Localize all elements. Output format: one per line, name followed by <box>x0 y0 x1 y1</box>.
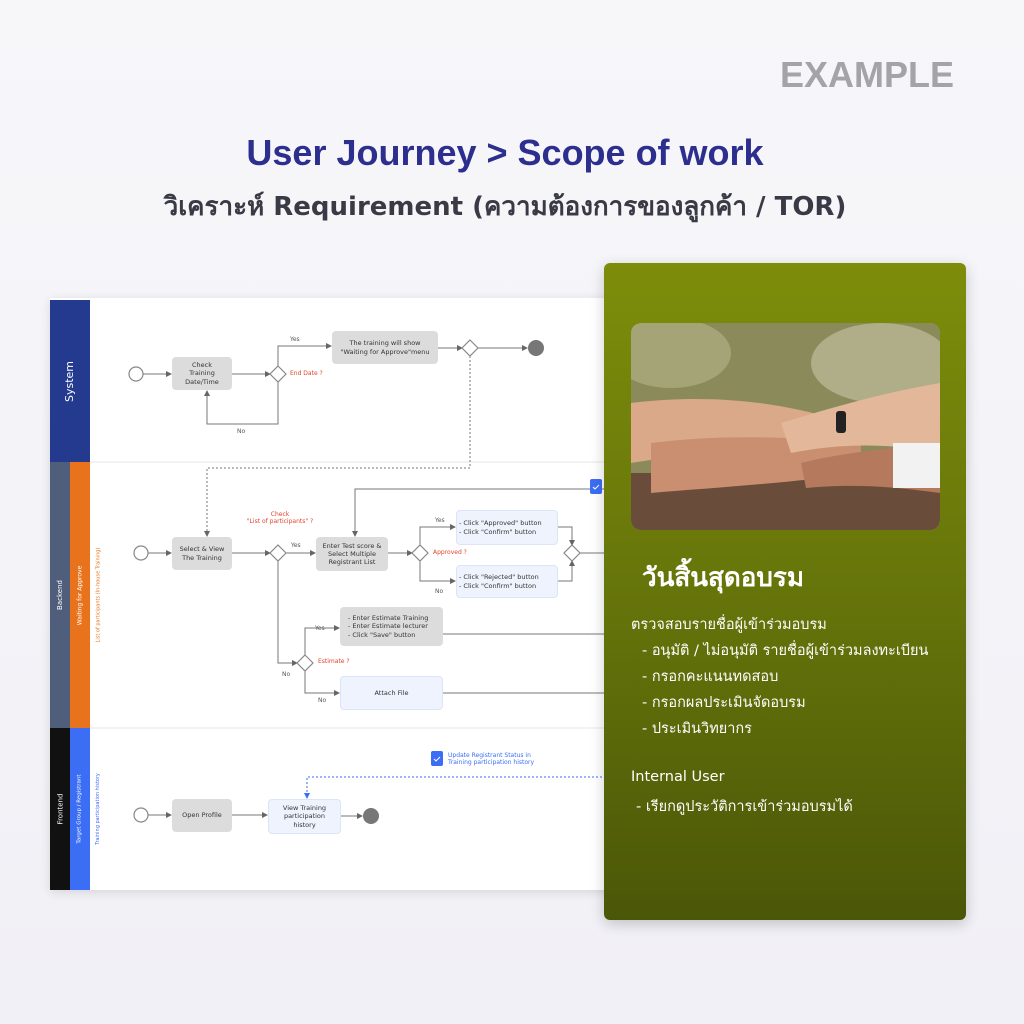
example-badge: EXAMPLE <box>779 54 954 95</box>
card-line: - กรอกผลประเมินจัดอบรม <box>642 695 806 711</box>
check-participants-label: Check "List of participants" ? <box>246 511 314 526</box>
end-date-label: End Date ? <box>290 370 323 377</box>
connectors <box>90 339 650 824</box>
waiting-approve-box: The training will show "Waiting for Appr… <box>332 331 438 364</box>
card-line: ตรวจสอบรายชื่อผู้เข้าร่วมอบรม <box>631 617 827 633</box>
card-line: - อนุมัติ / ไม่อนุมัติ รายชื่อผู้เข้าร่ว… <box>642 643 929 659</box>
lane-frontend: Frontend <box>50 728 70 890</box>
clipboard-icon <box>431 751 443 766</box>
clipboard-icon <box>590 479 602 494</box>
end-event <box>528 340 544 356</box>
lane-frontend-sub: Target Group / Registrant <box>70 728 90 890</box>
approved-label: Approved ? <box>433 549 467 556</box>
attach-file-box: Attach File <box>340 676 443 710</box>
card-line: Internal User <box>631 769 725 785</box>
start-event <box>133 807 149 823</box>
lane-backend-sub: Waiting for Approve <box>70 462 90 728</box>
hands-image <box>631 323 940 530</box>
teamwork-hands-photo <box>631 323 940 530</box>
page-subtitle: วิเคราะห์ Requirement (ความต้องการของลูก… <box>163 192 847 222</box>
select-view-training-box: Select & View The Training <box>172 537 232 570</box>
page-title: User Journey > Scope of work <box>246 132 764 173</box>
estimate-box: - Enter Estimate Training - Enter Estima… <box>340 607 443 646</box>
start-event <box>133 545 149 561</box>
card-title: วันสิ้นสุดอบรม <box>642 563 804 593</box>
open-profile-box: Open Profile <box>172 799 232 832</box>
enter-test-score-box: Enter Test score & Select Multiple Regis… <box>316 537 388 571</box>
update-status-label: Update Registrant Status in Training par… <box>448 752 535 767</box>
lane-system: System <box>50 300 90 462</box>
card-line: - เรียกดูประวัติการเข้าร่วมอบรมได้ <box>636 799 853 815</box>
yes-label: Yes <box>435 517 445 524</box>
card-line: - กรอกคะแนนทดสอบ <box>642 669 779 685</box>
end-event <box>363 808 379 824</box>
yes-label: Yes <box>290 336 300 343</box>
lane-backend: Backend <box>50 462 70 728</box>
no-label: No <box>435 588 444 595</box>
info-card: วันสิ้นสุดอบรม ตรวจสอบรายชื่อผู้เข้าร่วม… <box>604 263 966 920</box>
start-event <box>128 366 144 382</box>
check-training-date-box: Check Training Date/Time <box>172 357 232 390</box>
reject-action-box: - Click "Rejected" button - Click "Confi… <box>456 565 558 598</box>
yes-label: Yes <box>315 625 325 632</box>
estimate-label: Estimate ? <box>318 658 350 665</box>
no-label: No <box>237 428 246 435</box>
card-line: - ประเมินวิทยากร <box>642 721 752 737</box>
view-history-box: View Training participation history <box>268 799 341 834</box>
swimlane-diagram: System Backend Waiting for Approve List … <box>50 298 650 890</box>
no-label: No <box>282 671 291 678</box>
yes-label: Yes <box>291 542 301 549</box>
approve-action-box: - Click "Approved" button - Click "Confi… <box>456 510 558 545</box>
no-label: No <box>318 697 327 704</box>
